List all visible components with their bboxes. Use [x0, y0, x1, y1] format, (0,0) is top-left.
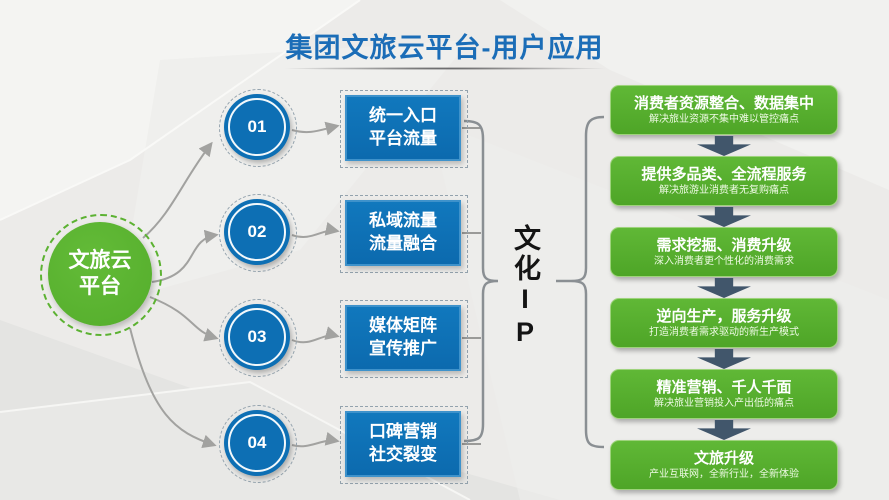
- bluebox-02: 私域流量 流量融合: [345, 200, 461, 266]
- outcome-5: 精准营销、千人千面 解决旅业营销投入产出低的痛点: [610, 369, 838, 419]
- step-04-number: 04: [247, 433, 267, 452]
- connector-02-box: [291, 221, 340, 238]
- outcome-2-title: 提供多品类、全流程服务: [641, 165, 807, 183]
- platform-label-line2: 平台: [79, 275, 121, 298]
- bluebox-03-dashed-outline: [340, 300, 468, 378]
- step-01-number: 01: [247, 117, 267, 136]
- step-02-circle: 02: [224, 199, 290, 265]
- outcome-3-subtitle: 深入消费者更个性化的消费需求: [654, 255, 794, 267]
- bluebox-03-line1: 媒体矩阵: [369, 316, 437, 336]
- step-03-dashed-ring: [219, 299, 297, 377]
- connector-platform-03: [149, 296, 219, 342]
- bluebox-02-dashed-outline: [340, 195, 468, 273]
- connector-04-box: [291, 431, 340, 448]
- step-01-dashed-ring: [219, 89, 297, 167]
- bluebox-01-dashed-outline: [340, 90, 468, 168]
- outcome-6: 文旅升级 产业互联网，全新行业，全新体验: [610, 440, 838, 490]
- bluebox-02-line1: 私域流量: [369, 211, 437, 231]
- outcome-2-subtitle: 解决旅游业消费者无复购痛点: [659, 184, 789, 196]
- down-arrow-4: [697, 349, 751, 369]
- platform-circle: 文旅云 平台: [48, 222, 152, 326]
- page-title: 集团文旅云平台-用户应用: [285, 33, 604, 63]
- outcome-5-title: 精准营销、千人千面: [656, 378, 792, 396]
- step-04-circle: 04: [224, 410, 290, 476]
- platform-circle-dashed-ring: [40, 214, 162, 336]
- outcome-4: 逆向生产，服务升级 打造消费者需求驱动的新生产模式: [610, 298, 838, 348]
- outcome-3-title: 需求挖掘、消费升级: [656, 236, 792, 254]
- step-03-circle: 03: [224, 304, 290, 370]
- outcome-4-subtitle: 打造消费者需求驱动的新生产模式: [649, 326, 799, 338]
- right-brace: [570, 115, 605, 449]
- down-arrow-3: [697, 278, 751, 298]
- bluebox-01-line2: 平台流量: [369, 129, 437, 148]
- bluebox-04-line2: 社交裂变: [369, 445, 437, 464]
- step-02-number: 02: [247, 222, 267, 241]
- outcome-1: 消费者资源整合、数据集中 解决旅业资源不集中难以管控痛点: [610, 85, 838, 135]
- outcome-1-title: 消费者资源整合、数据集中: [633, 94, 814, 112]
- outcome-4-title: 逆向生产，服务升级: [656, 307, 792, 325]
- platform-label-line1: 文旅云: [68, 248, 132, 272]
- bluebox-03-line2: 宣传推广: [369, 339, 437, 358]
- outcome-5-subtitle: 解决旅业营销投入产出低的痛点: [654, 397, 794, 409]
- step-02-dashed-ring: [219, 194, 297, 272]
- step-01-circle: 01: [224, 94, 290, 160]
- outcome-2: 提供多品类、全流程服务 解决旅游业消费者无复购痛点: [610, 156, 838, 206]
- title-underline: [282, 67, 608, 70]
- down-arrow-2: [697, 207, 751, 227]
- bluebox-03: 媒体矩阵 宣传推广: [345, 305, 461, 371]
- bluebox-04-dashed-outline: [340, 406, 468, 484]
- step-04-dashed-ring: [219, 405, 297, 483]
- bluebox-04-line1: 口碑营销: [369, 422, 437, 442]
- outcome-1-subtitle: 解决旅业资源不集中难以管控痛点: [649, 113, 799, 125]
- connector-03-box: [291, 326, 340, 344]
- outcome-3: 需求挖掘、消费升级 深入消费者更个性化的消费需求: [610, 227, 838, 277]
- down-arrow-1: [697, 136, 751, 156]
- bluebox-02-line2: 流量融合: [369, 234, 437, 253]
- culture-ip-label: 文化IP: [510, 224, 540, 350]
- bluebox-01-line1: 统一入口: [369, 106, 437, 126]
- connector-platform-01: [142, 141, 213, 239]
- connector-platform-04: [129, 327, 217, 449]
- connector-01-box: [291, 121, 340, 136]
- outcome-6-title: 文旅升级: [693, 449, 754, 467]
- connector-boxes-brace: [462, 127, 481, 445]
- bluebox-01: 统一入口 平台流量: [345, 95, 461, 161]
- left-brace: [463, 119, 499, 443]
- step-03-number: 03: [247, 327, 267, 346]
- down-arrow-5: [697, 420, 751, 440]
- outcome-6-subtitle: 产业互联网，全新行业，全新体验: [649, 468, 799, 480]
- bluebox-04: 口碑营销 社交裂变: [345, 411, 461, 477]
